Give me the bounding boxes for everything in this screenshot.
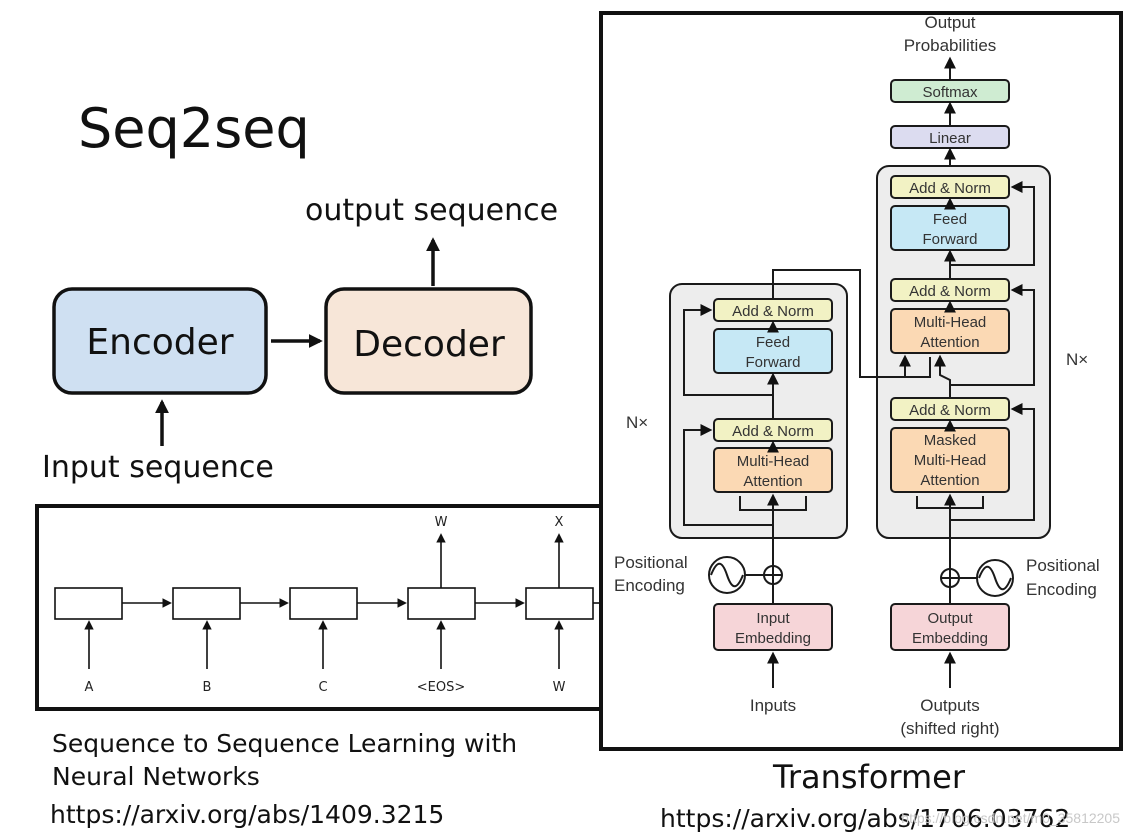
decoder-residual-1	[950, 403, 1035, 521]
multi-head-label-line2: Attention	[743, 473, 802, 490]
feed-forward-label-line2: Forward	[745, 354, 800, 371]
masked-attn-inputs	[916, 496, 984, 540]
decoder-residual-3	[950, 181, 1035, 266]
pos-enc-left-line2: Encoding	[614, 576, 685, 595]
outputs-label-line1: Outputs	[920, 696, 980, 715]
add-norm-label: Add & Norm	[909, 180, 991, 197]
rnn-output-label: W	[435, 515, 448, 530]
rnn-cell	[407, 587, 476, 620]
masked-label-line1: Masked	[924, 432, 977, 449]
decoder-residual-2	[950, 284, 1035, 386]
output-embedding-label-line1: Output	[927, 610, 973, 627]
pos-enc-right-line2: Encoding	[1026, 580, 1097, 599]
add-norm-label: Add & Norm	[909, 283, 991, 300]
transformer-caption-title: Transformer	[772, 758, 966, 796]
rnn-input-label: <EOS>	[417, 680, 465, 695]
masked-label-line2: Multi-Head	[914, 452, 987, 469]
paper1-url: https://arxiv.org/abs/1409.3215	[50, 800, 444, 829]
outputs-label-line2: (shifted right)	[900, 719, 999, 738]
input-sequence-label: Input sequence	[42, 450, 274, 485]
paper1-caption: Sequence to Sequence Learning with Neura…	[50, 729, 517, 829]
rnn-input-label: B	[203, 680, 212, 695]
decoder-label: Decoder	[353, 324, 505, 365]
paper1-title-line2: Neural Networks	[52, 762, 260, 791]
rnn-cell	[525, 587, 594, 620]
arrow	[934, 354, 951, 398]
sine-wave-icon	[710, 562, 744, 588]
input-embedding-label-line1: Input	[756, 610, 790, 627]
sine-wave-icon	[978, 565, 1012, 591]
add-norm-label: Add & Norm	[732, 303, 814, 320]
output-probabilities-line1: Output	[924, 13, 975, 32]
transformer-url: https://arxiv.org/abs/1706.03762	[660, 804, 1070, 833]
input-embedding-box	[713, 603, 833, 651]
masked-label-line3: Attention	[920, 472, 979, 489]
rnn-input-label: W	[553, 680, 566, 695]
seq2seq-section: Seq2seq output sequence Encoder Decoder …	[42, 97, 558, 485]
input-embedding-label-line2: Embedding	[735, 630, 811, 647]
encoder-residual-2	[683, 304, 773, 396]
arrow	[864, 357, 931, 378]
output-probabilities-line2: Probabilities	[904, 36, 997, 55]
transformer-caption: Transformer https://arxiv.org/abs/1706.0…	[660, 758, 1120, 833]
rnn-cell	[289, 587, 358, 620]
feed-forward-label-line1: Feed	[756, 334, 790, 351]
watermark: https://blog.csdn.net/m0_35812205	[901, 810, 1120, 826]
output-embedding-label-line2: Embedding	[912, 630, 988, 647]
feed-forward-label-line2: Forward	[922, 231, 977, 248]
add-icon	[764, 566, 782, 584]
pos-enc-left-line1: Positional	[614, 553, 688, 572]
inputs-label: Inputs	[750, 696, 796, 715]
rnn-input-label: C	[318, 680, 327, 695]
encoder-box	[52, 287, 268, 395]
output-embedding-box	[890, 603, 1010, 651]
decoder-nx-label: N×	[1066, 350, 1088, 369]
encoder-residual-1	[683, 424, 773, 526]
linear-label: Linear	[929, 130, 971, 147]
output-sequence-label: output sequence	[305, 193, 558, 228]
rnn-input-label: A	[85, 680, 94, 695]
rnn-output-label: X	[555, 515, 564, 530]
rnn-cell	[172, 587, 241, 620]
encoder-label: Encoder	[86, 322, 233, 363]
multi-head-label-line1: Multi-Head	[914, 314, 987, 331]
paper1-title-line1: Sequence to Sequence Learning with	[52, 729, 517, 758]
multi-head-label-line1: Multi-Head	[737, 453, 810, 470]
transformer-diagram: Output Probabilities Softmax Linear Add …	[599, 11, 1123, 751]
decoder-box	[324, 287, 533, 395]
softmax-label: Softmax	[922, 84, 978, 101]
multi-head-label-line2: Attention	[920, 334, 979, 351]
encoder-stack	[669, 283, 848, 539]
encoder-nx-label: N×	[626, 413, 648, 432]
pos-enc-right-line1: Positional	[1026, 556, 1100, 575]
seq2seq-title: Seq2seq	[78, 97, 310, 160]
add-icon	[941, 569, 959, 587]
feed-forward-label-line1: Feed	[933, 211, 967, 228]
add-norm-label: Add & Norm	[732, 423, 814, 440]
encoder-to-decoder-connection	[772, 269, 864, 378]
rnn-cell	[54, 587, 123, 620]
rnn-diagram: W X A B C <EOS> W	[35, 504, 609, 711]
add-norm-label: Add & Norm	[909, 402, 991, 419]
